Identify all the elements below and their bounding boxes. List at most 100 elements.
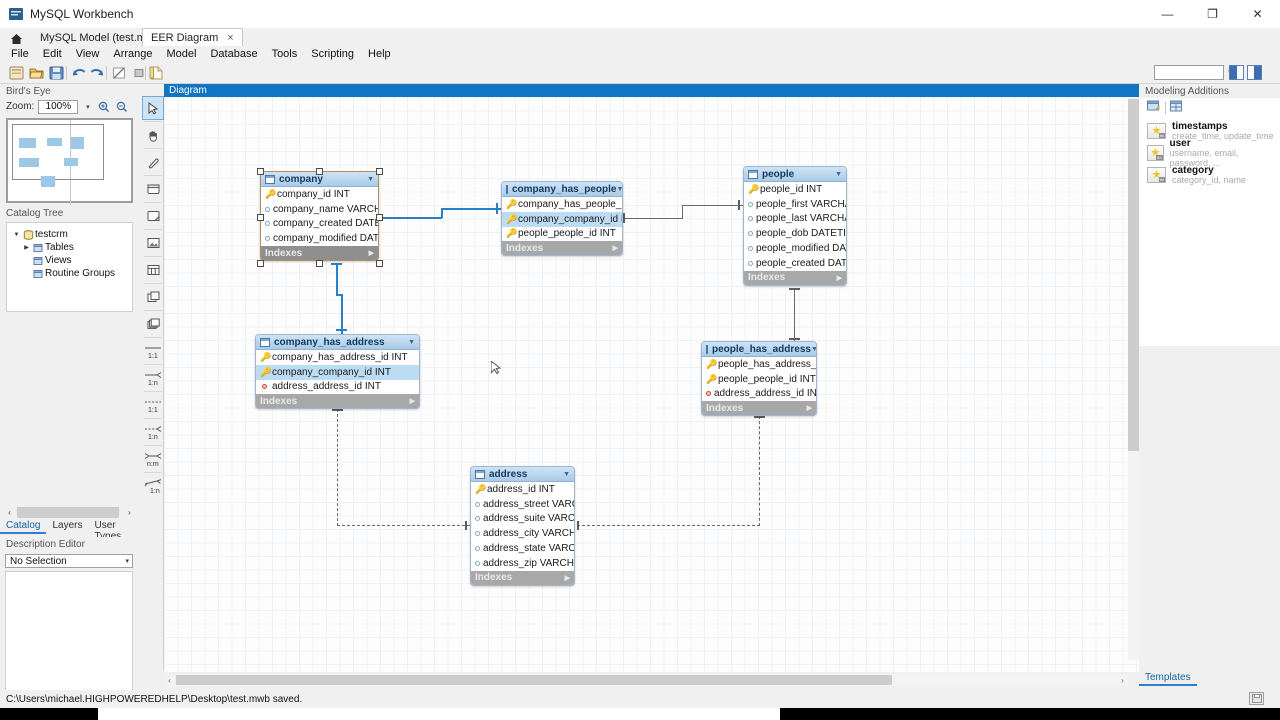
chevron-down-icon[interactable]: ▼ bbox=[835, 170, 842, 178]
er-indexes-bar[interactable]: Indexes ▶ bbox=[256, 394, 419, 409]
chevron-down-icon[interactable]: ▼ bbox=[408, 338, 415, 346]
expand-icon[interactable]: ▶ bbox=[836, 274, 842, 282]
redo-icon[interactable] bbox=[89, 65, 106, 81]
er-column-row[interactable]: 🔑 company_has_people_id INT bbox=[502, 197, 622, 212]
twisty-icon[interactable]: ▶ bbox=[24, 245, 29, 251]
menu-database[interactable]: Database bbox=[210, 48, 258, 60]
er-column-row[interactable]: 🔑 company_company_id INT bbox=[256, 364, 419, 380]
er-column-row[interactable]: 🔑 company_id INT bbox=[261, 187, 378, 202]
menu-file[interactable]: File bbox=[11, 48, 29, 60]
er-column-row[interactable]: 🔑 company_company_id INT bbox=[502, 211, 622, 227]
er-table-header[interactable]: people_has_address ▼ bbox=[702, 342, 816, 357]
scroll-right-icon[interactable]: › bbox=[1121, 675, 1124, 685]
chevron-down-icon[interactable]: ▼ bbox=[367, 175, 374, 183]
minimize-button[interactable]: — bbox=[1161, 7, 1174, 21]
er-column-row[interactable]: 🔑 people_people_id INT bbox=[702, 372, 816, 387]
stop-icon[interactable] bbox=[130, 65, 147, 81]
expand-icon[interactable]: ▶ bbox=[806, 405, 812, 413]
twisty-icon[interactable]: ▼ bbox=[13, 231, 20, 238]
sidebar-toggle-right[interactable] bbox=[1247, 65, 1262, 80]
search-input[interactable] bbox=[1154, 65, 1224, 80]
menu-tools[interactable]: Tools bbox=[271, 48, 298, 60]
chevron-down-icon[interactable]: ▼ bbox=[811, 346, 816, 353]
expand-icon[interactable]: ▶ bbox=[368, 250, 374, 258]
er-table-company[interactable]: company ▼ 🔑 company_id INT company_name … bbox=[260, 171, 379, 262]
relationship-1-1-non-identifying-tool[interactable]: 1:1 bbox=[142, 393, 164, 417]
expand-icon[interactable]: ▶ bbox=[612, 245, 618, 253]
er-table-header[interactable]: company ▼ bbox=[261, 172, 378, 187]
new-table-tool[interactable] bbox=[142, 258, 164, 282]
birds-eye-viewport[interactable] bbox=[12, 124, 104, 180]
canvas-vertical-scrollbar[interactable] bbox=[1128, 97, 1139, 660]
tree-item-testcrm[interactable]: ▼ testcrm bbox=[7, 228, 132, 241]
zoom-out-icon[interactable] bbox=[115, 100, 129, 114]
maximize-button[interactable]: ❐ bbox=[1207, 7, 1218, 21]
zoom-in-icon[interactable] bbox=[97, 100, 111, 114]
catalog-horizontal-scrollbar[interactable]: ‹ › bbox=[4, 506, 135, 519]
tab-eer-diagram[interactable]: EER Diagram × bbox=[142, 28, 243, 48]
er-indexes-bar[interactable]: Indexes ▶ bbox=[471, 570, 574, 585]
expand-icon[interactable]: ▶ bbox=[409, 398, 415, 406]
list-item-category[interactable]: ★tbl category category_id, name bbox=[1139, 164, 1280, 186]
er-column-row[interactable]: company_created DATETIME bbox=[261, 217, 378, 232]
zoom-value[interactable]: 100% bbox=[38, 99, 79, 114]
er-column-row[interactable]: people_first VARCHAR(45) bbox=[744, 197, 846, 212]
new-routine-group-tool[interactable] bbox=[142, 312, 164, 336]
er-column-row[interactable]: address_zip VARCHAR(5) bbox=[471, 556, 574, 571]
er-table-people[interactable]: people ▼ 🔑 people_id INT people_first VA… bbox=[743, 166, 847, 286]
grid-view-icon[interactable] bbox=[1170, 100, 1183, 116]
close-icon[interactable]: × bbox=[227, 32, 234, 44]
selection-handle[interactable] bbox=[257, 214, 264, 221]
er-column-row[interactable]: 🔑 people_has_address_id INT bbox=[702, 357, 816, 372]
er-table-header[interactable]: address ▼ bbox=[471, 467, 574, 482]
tree-item-tables[interactable]: ▶ Tables bbox=[7, 241, 132, 254]
menu-scripting[interactable]: Scripting bbox=[311, 48, 355, 60]
menu-arrange[interactable]: Arrange bbox=[113, 48, 153, 60]
selection-handle[interactable] bbox=[376, 214, 383, 221]
chevron-down-icon[interactable]: ▼ bbox=[563, 470, 570, 478]
er-column-row[interactable]: 🔑 address_id INT bbox=[471, 482, 574, 497]
undo-icon[interactable] bbox=[70, 65, 87, 81]
er-table-people-has-address[interactable]: people_has_address ▼ 🔑 people_has_addres… bbox=[701, 341, 817, 417]
er-table-company-has-people[interactable]: company_has_people ▼ 🔑 company_has_peopl… bbox=[501, 181, 623, 257]
new-model-icon[interactable] bbox=[8, 65, 25, 81]
relationship-1-n-non-identifying-tool[interactable]: 1:n bbox=[142, 420, 164, 444]
new-view-tool[interactable] bbox=[142, 285, 164, 309]
er-column-row[interactable]: 🔑 people_id INT bbox=[744, 182, 846, 197]
list-item-user[interactable]: ★tbl user username, email, password, ... bbox=[1139, 138, 1280, 168]
scroll-right-icon[interactable]: › bbox=[128, 508, 131, 517]
tab-catalog[interactable]: Catalog bbox=[0, 519, 47, 534]
er-column-row[interactable]: people_modified DATETIME bbox=[744, 241, 846, 256]
scroll-thumb[interactable] bbox=[17, 507, 119, 518]
add-object-icon[interactable] bbox=[1147, 100, 1161, 116]
er-column-row[interactable]: address_address_id INT bbox=[702, 387, 816, 402]
tab-user-types[interactable]: User Types bbox=[94, 520, 121, 542]
selection-handle[interactable] bbox=[316, 168, 323, 175]
er-column-row[interactable]: people_dob DATETIME bbox=[744, 226, 846, 241]
selection-handle[interactable] bbox=[376, 168, 383, 175]
home-icon[interactable] bbox=[4, 30, 28, 48]
er-table-header[interactable]: company_has_people ▼ bbox=[502, 182, 622, 197]
menu-edit[interactable]: Edit bbox=[42, 48, 62, 60]
close-button[interactable]: ✕ bbox=[1252, 7, 1263, 21]
er-table-header[interactable]: company_has_address ▼ bbox=[256, 335, 419, 350]
er-column-row[interactable]: address_state VARCHAR(2) bbox=[471, 541, 574, 556]
pointer-tool[interactable] bbox=[142, 96, 164, 120]
tab-layers[interactable]: Layers bbox=[52, 520, 83, 531]
tab-templates[interactable]: Templates bbox=[1139, 671, 1197, 686]
list-item-timestamps[interactable]: ★tbl timestamps create_time, update_time bbox=[1139, 120, 1280, 142]
er-table-address[interactable]: address ▼ 🔑 address_id INT address_stree… bbox=[470, 466, 575, 586]
diagram-canvas[interactable]: company ▼ 🔑 company_id INT company_name … bbox=[164, 97, 1139, 672]
er-column-row[interactable]: company_name VARCHAR(45) bbox=[261, 202, 378, 217]
image-tool[interactable] bbox=[142, 231, 164, 255]
chevron-down-icon[interactable]: ▾ bbox=[125, 558, 129, 565]
relationship-1-1-identifying-tool[interactable]: 1:1 bbox=[142, 339, 164, 363]
er-column-row[interactable]: company_modified DATETIME bbox=[261, 231, 378, 246]
er-column-row[interactable]: address_address_id INT bbox=[256, 380, 419, 395]
hand-tool[interactable] bbox=[142, 123, 164, 147]
er-indexes-bar[interactable]: Indexes ▶ bbox=[261, 246, 378, 261]
menu-help[interactable]: Help bbox=[368, 48, 391, 60]
relationship-pick-columns-tool[interactable]: 1:n bbox=[142, 474, 164, 498]
scroll-left-icon[interactable]: ‹ bbox=[168, 675, 171, 685]
expand-icon[interactable]: ▶ bbox=[564, 574, 570, 582]
